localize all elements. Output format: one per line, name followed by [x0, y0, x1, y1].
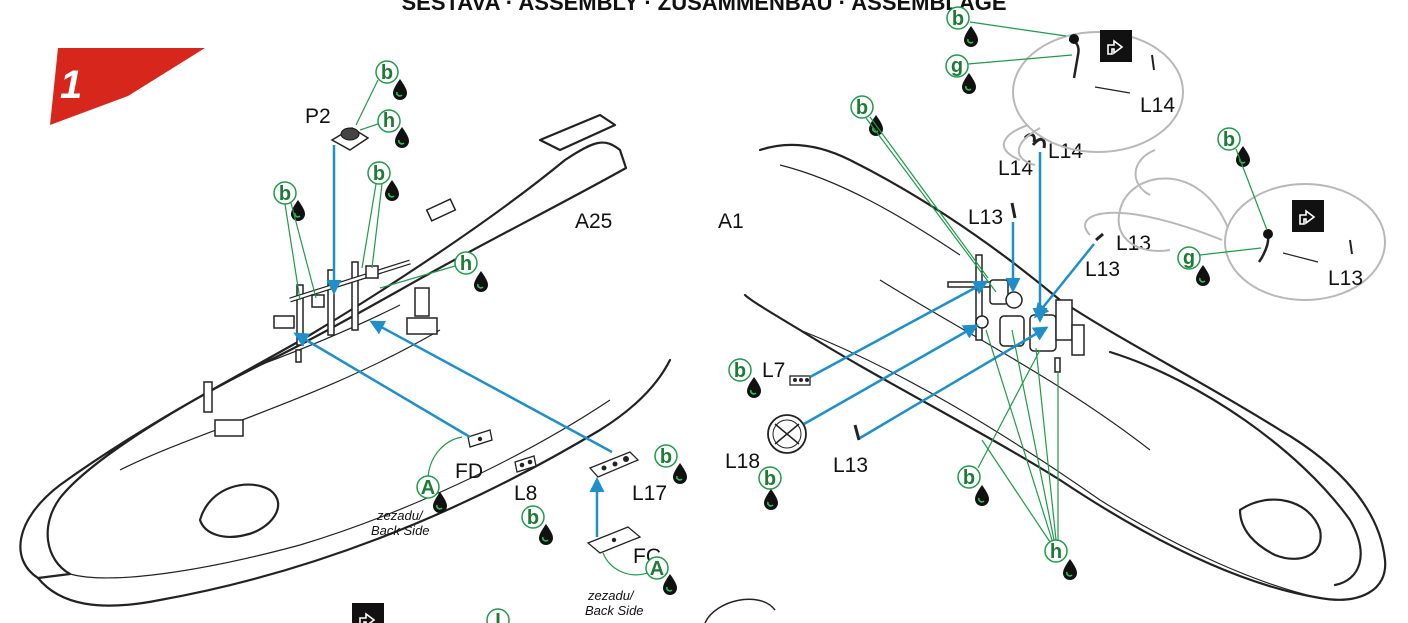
- paint-drop-icon: [538, 523, 554, 546]
- label-l13-top: L13: [968, 206, 1003, 229]
- decal-arrow-a1: [427, 436, 463, 478]
- label-p2: P2: [305, 105, 331, 128]
- paint-callout-g: g: [1177, 246, 1262, 287]
- paint-drop-icon: [672, 462, 688, 485]
- part-l18: L18: [725, 414, 807, 473]
- fold-arrow-icon: [351, 602, 385, 623]
- part-l13-top: L13: [968, 202, 1017, 229]
- label-l17: L17: [632, 482, 667, 505]
- svg-text:h: h: [1050, 541, 1062, 563]
- partial-detail-circle: [704, 598, 776, 623]
- paint-callout-b: b: [957, 349, 1041, 507]
- svg-text:b: b: [381, 62, 393, 84]
- part-l13-right: L13 L13: [1085, 232, 1151, 281]
- paint-drop-icon: [1195, 264, 1211, 287]
- svg-text:h: h: [383, 110, 395, 132]
- label-fd: FD: [455, 460, 483, 483]
- label-l8: L8: [514, 482, 537, 505]
- paint-callout-h: h: [379, 251, 489, 293]
- fold-arrow-icon: [1291, 199, 1325, 233]
- part-l7: L7: [762, 359, 811, 386]
- paint-drop-icon: [392, 78, 408, 101]
- svg-text:g: g: [951, 55, 963, 77]
- svg-text:b: b: [734, 360, 746, 382]
- svg-text:g: g: [1183, 247, 1195, 269]
- paint-drop-icon: [473, 270, 489, 293]
- part-p2: P2: [305, 105, 370, 151]
- svg-text:b: b: [527, 507, 539, 529]
- paint-callout-b: b: [273, 181, 317, 301]
- decal-callout-a: A: [416, 475, 448, 514]
- paint-drop-icon: [763, 488, 779, 511]
- svg-text:b: b: [764, 468, 776, 490]
- label-l14-detail: L14: [1140, 94, 1175, 117]
- wing-label-a1: A1: [718, 210, 744, 233]
- paint-drop-icon: [746, 376, 762, 399]
- paint-callout-b: b: [946, 6, 1067, 48]
- page-title: SESTAVA · ASSEMBLY · ZUSAMMENBAU · ASSEM…: [401, 0, 1006, 15]
- right-wing: A1 L7 L18 L13 L13: [718, 6, 1387, 601]
- back-side-note-1: zezadu/: [376, 508, 424, 523]
- svg-text:A: A: [421, 477, 435, 499]
- paint-drop-icon: [394, 126, 410, 149]
- paint-drop-icon: [1062, 558, 1078, 581]
- svg-text:b: b: [952, 8, 964, 30]
- paint-drop-icon: [961, 72, 977, 95]
- left-wing: A25 P2 FD L8 L17 FC: [19, 60, 776, 623]
- paint-callout-b: b: [758, 466, 782, 511]
- label-l18: L18: [725, 450, 760, 473]
- paint-callout-b: b: [361, 161, 400, 269]
- paint-callout-h: h: [359, 109, 410, 149]
- paint-callout-b: b: [1217, 127, 1268, 231]
- back-side-note-3: zezadu/: [587, 588, 635, 603]
- svg-text:b: b: [963, 467, 975, 489]
- paint-drop-icon: [662, 573, 678, 596]
- part-l8: L8: [514, 455, 537, 505]
- label-l13-detail: L13: [1328, 267, 1363, 290]
- fold-arrow-icon: [1099, 29, 1133, 63]
- part-l13-bottom: L13: [833, 424, 868, 477]
- paint-drop-icon: [963, 25, 979, 48]
- paint-callout-b: b: [355, 60, 408, 126]
- paint-drop-icon: [974, 484, 990, 507]
- paint-drop-icon: [384, 179, 400, 202]
- paint-callout-i: [486, 608, 510, 623]
- label-l13-right-a: L13: [1116, 232, 1151, 255]
- part-fd: FD: [455, 429, 493, 483]
- wing-label-a25: A25: [575, 210, 612, 233]
- svg-text:h: h: [460, 253, 472, 275]
- part-l17: L17: [588, 451, 667, 505]
- svg-text:b: b: [856, 97, 868, 119]
- svg-text:b: b: [373, 163, 385, 185]
- paint-callout-b: b: [850, 95, 997, 293]
- detail-circle-l13: L13: [1084, 149, 1386, 301]
- back-side-note-2: Back Side: [371, 523, 430, 538]
- svg-text:A: A: [650, 558, 664, 580]
- paint-callout-h: h: [981, 329, 1078, 581]
- decal-callout-a: A: [645, 556, 678, 596]
- label-l14-left: L14: [998, 157, 1033, 180]
- label-l13-bottom: L13: [833, 454, 868, 477]
- decal-arrow-a2: [602, 552, 651, 576]
- label-l13-right-b: L13: [1085, 258, 1120, 281]
- right-cockpit-frame: [947, 254, 1085, 373]
- svg-text:b: b: [660, 446, 672, 468]
- label-l7: L7: [762, 359, 785, 382]
- cockpit-frame: [203, 198, 457, 437]
- paint-callout-b: b: [521, 505, 554, 546]
- step-number: 1: [60, 63, 82, 107]
- paint-callout-b: b: [728, 358, 762, 399]
- back-side-note-4: Back Side: [585, 603, 644, 618]
- paint-drop-icon: [1235, 145, 1251, 168]
- paint-callout-b: b: [654, 444, 688, 485]
- paint-code-i: I: [495, 610, 501, 623]
- step-badge: 1: [50, 48, 205, 125]
- svg-text:b: b: [279, 183, 291, 205]
- paint-callout-g: g: [945, 54, 1073, 95]
- svg-text:b: b: [1223, 129, 1235, 151]
- detail-circle-l14: L14: [1002, 29, 1184, 166]
